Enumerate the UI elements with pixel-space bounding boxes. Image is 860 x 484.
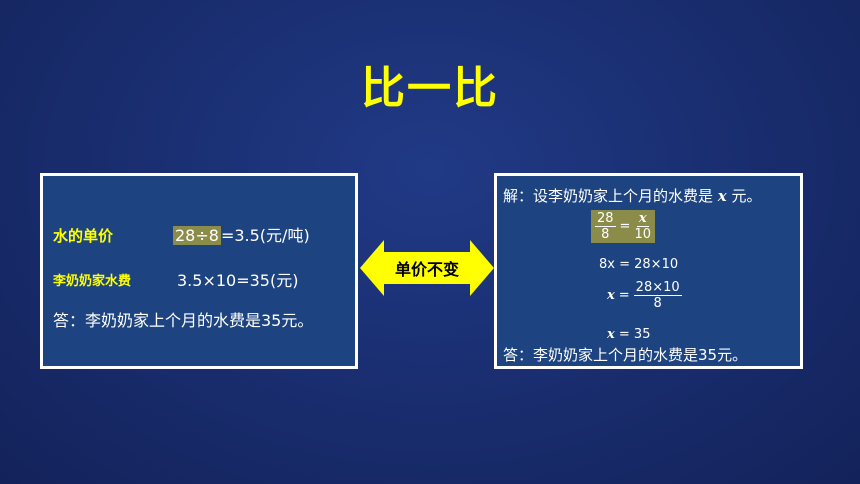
double-arrow: 单价不变	[360, 240, 494, 296]
water-fee-expression: 3.5×10=35(元)	[177, 271, 299, 290]
line3-var: x	[607, 288, 615, 303]
frac1-numerator: 28	[595, 211, 616, 227]
water-fee-label: 李奶奶家水费	[53, 274, 132, 289]
double-arrow-icon	[360, 240, 494, 296]
solution-unit: 元。	[731, 187, 762, 205]
line4-var: x	[607, 327, 615, 342]
equation-line2: 8x = 28×10	[599, 257, 678, 272]
line3-numerator: 28×10	[633, 280, 682, 296]
right-answer: 答：李奶奶家上个月的水费是35元。	[503, 346, 748, 364]
equals-sign: =	[619, 219, 631, 234]
left-answer: 答：李奶奶家上个月的水费是35元。	[53, 311, 314, 330]
solution-var: x	[717, 187, 727, 205]
left-panel: 水的单价 28÷8=3.5(元/吨) 李奶奶家水费 3.5×10=35(元) 答…	[40, 173, 358, 369]
line3-equals: =	[618, 288, 630, 303]
unit-price-label: 水的单价	[53, 227, 114, 245]
arrow-label: 单价不变	[394, 260, 459, 279]
line2-var: 8x	[599, 257, 615, 272]
frac2-denominator: 10	[634, 227, 651, 242]
frac2-numerator: x	[636, 211, 649, 227]
equation-line4: x = 35	[607, 327, 650, 342]
unit-price-result: =3.5(元/吨)	[220, 226, 310, 245]
frac1-denominator: 8	[601, 227, 610, 242]
line2-rest: = 28×10	[619, 257, 679, 272]
unit-price-highlight: 28÷8	[173, 226, 221, 245]
solution-intro: 解：设李奶奶家上个月的水费是 x 元。	[503, 185, 762, 206]
unit-price-expression: 28÷8=3.5(元/吨)	[173, 222, 310, 246]
line4-rest: = 35	[618, 327, 651, 342]
solution-intro-text: 解：设李奶奶家上个月的水费是	[503, 187, 714, 205]
line3-denominator: 8	[653, 296, 662, 311]
page-title: 比一比	[361, 63, 499, 114]
